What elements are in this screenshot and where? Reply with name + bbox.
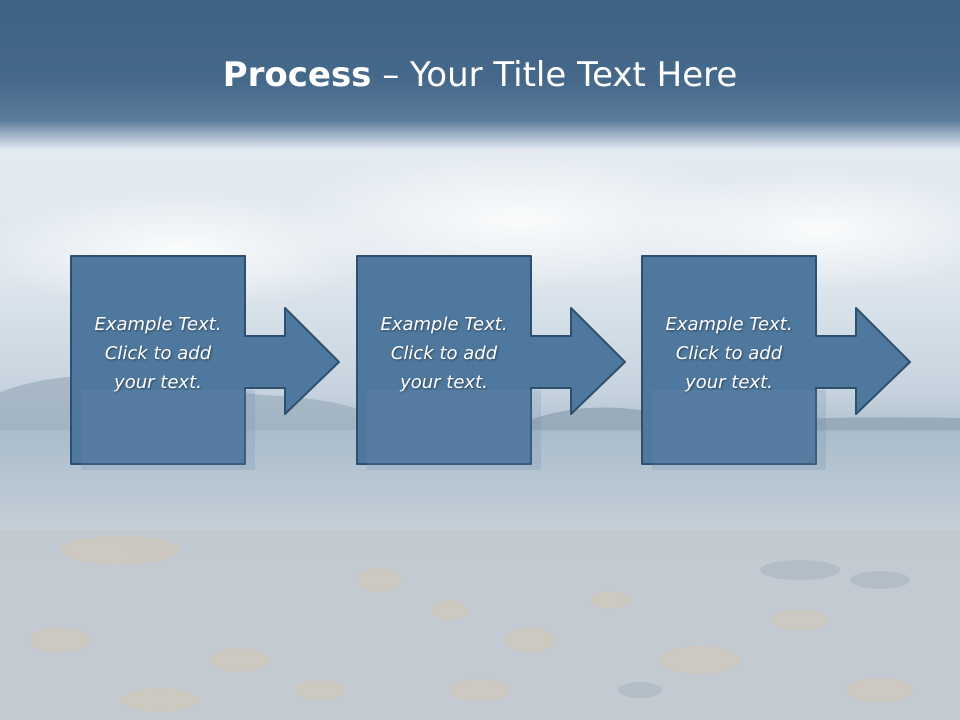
step-text-line: Example Text.	[380, 314, 508, 335]
step-1-text[interactable]: Example Text. Click to add your text.	[73, 310, 243, 397]
process-step-3[interactable]: Example Text. Click to add your text.	[641, 255, 932, 468]
title-rest: – Your Title Text Here	[371, 55, 738, 95]
step-3-shape	[641, 255, 911, 465]
step-text-line: your text.	[685, 372, 773, 393]
step-2-text[interactable]: Example Text. Click to add your text.	[359, 310, 529, 397]
title-bold: Process	[222, 55, 372, 95]
process-step-2[interactable]: Example Text. Click to add your text.	[356, 255, 647, 468]
step-2-shape	[356, 255, 626, 465]
step-text-line: Click to add	[390, 343, 498, 364]
step-1-shape	[70, 255, 340, 465]
step-text-line: Click to add	[675, 343, 783, 364]
step-text-line: your text.	[400, 372, 488, 393]
step-3-text[interactable]: Example Text. Click to add your text.	[644, 310, 814, 397]
step-text-line: Click to add	[104, 343, 212, 364]
title-bar	[0, 0, 960, 150]
step-text-line: your text.	[114, 372, 202, 393]
process-step-1[interactable]: Example Text. Click to add your text.	[70, 255, 361, 468]
step-text-line: Example Text.	[94, 314, 222, 335]
step-text-line: Example Text.	[665, 314, 793, 335]
slide-title[interactable]: Process – Your Title Text Here	[0, 52, 960, 98]
